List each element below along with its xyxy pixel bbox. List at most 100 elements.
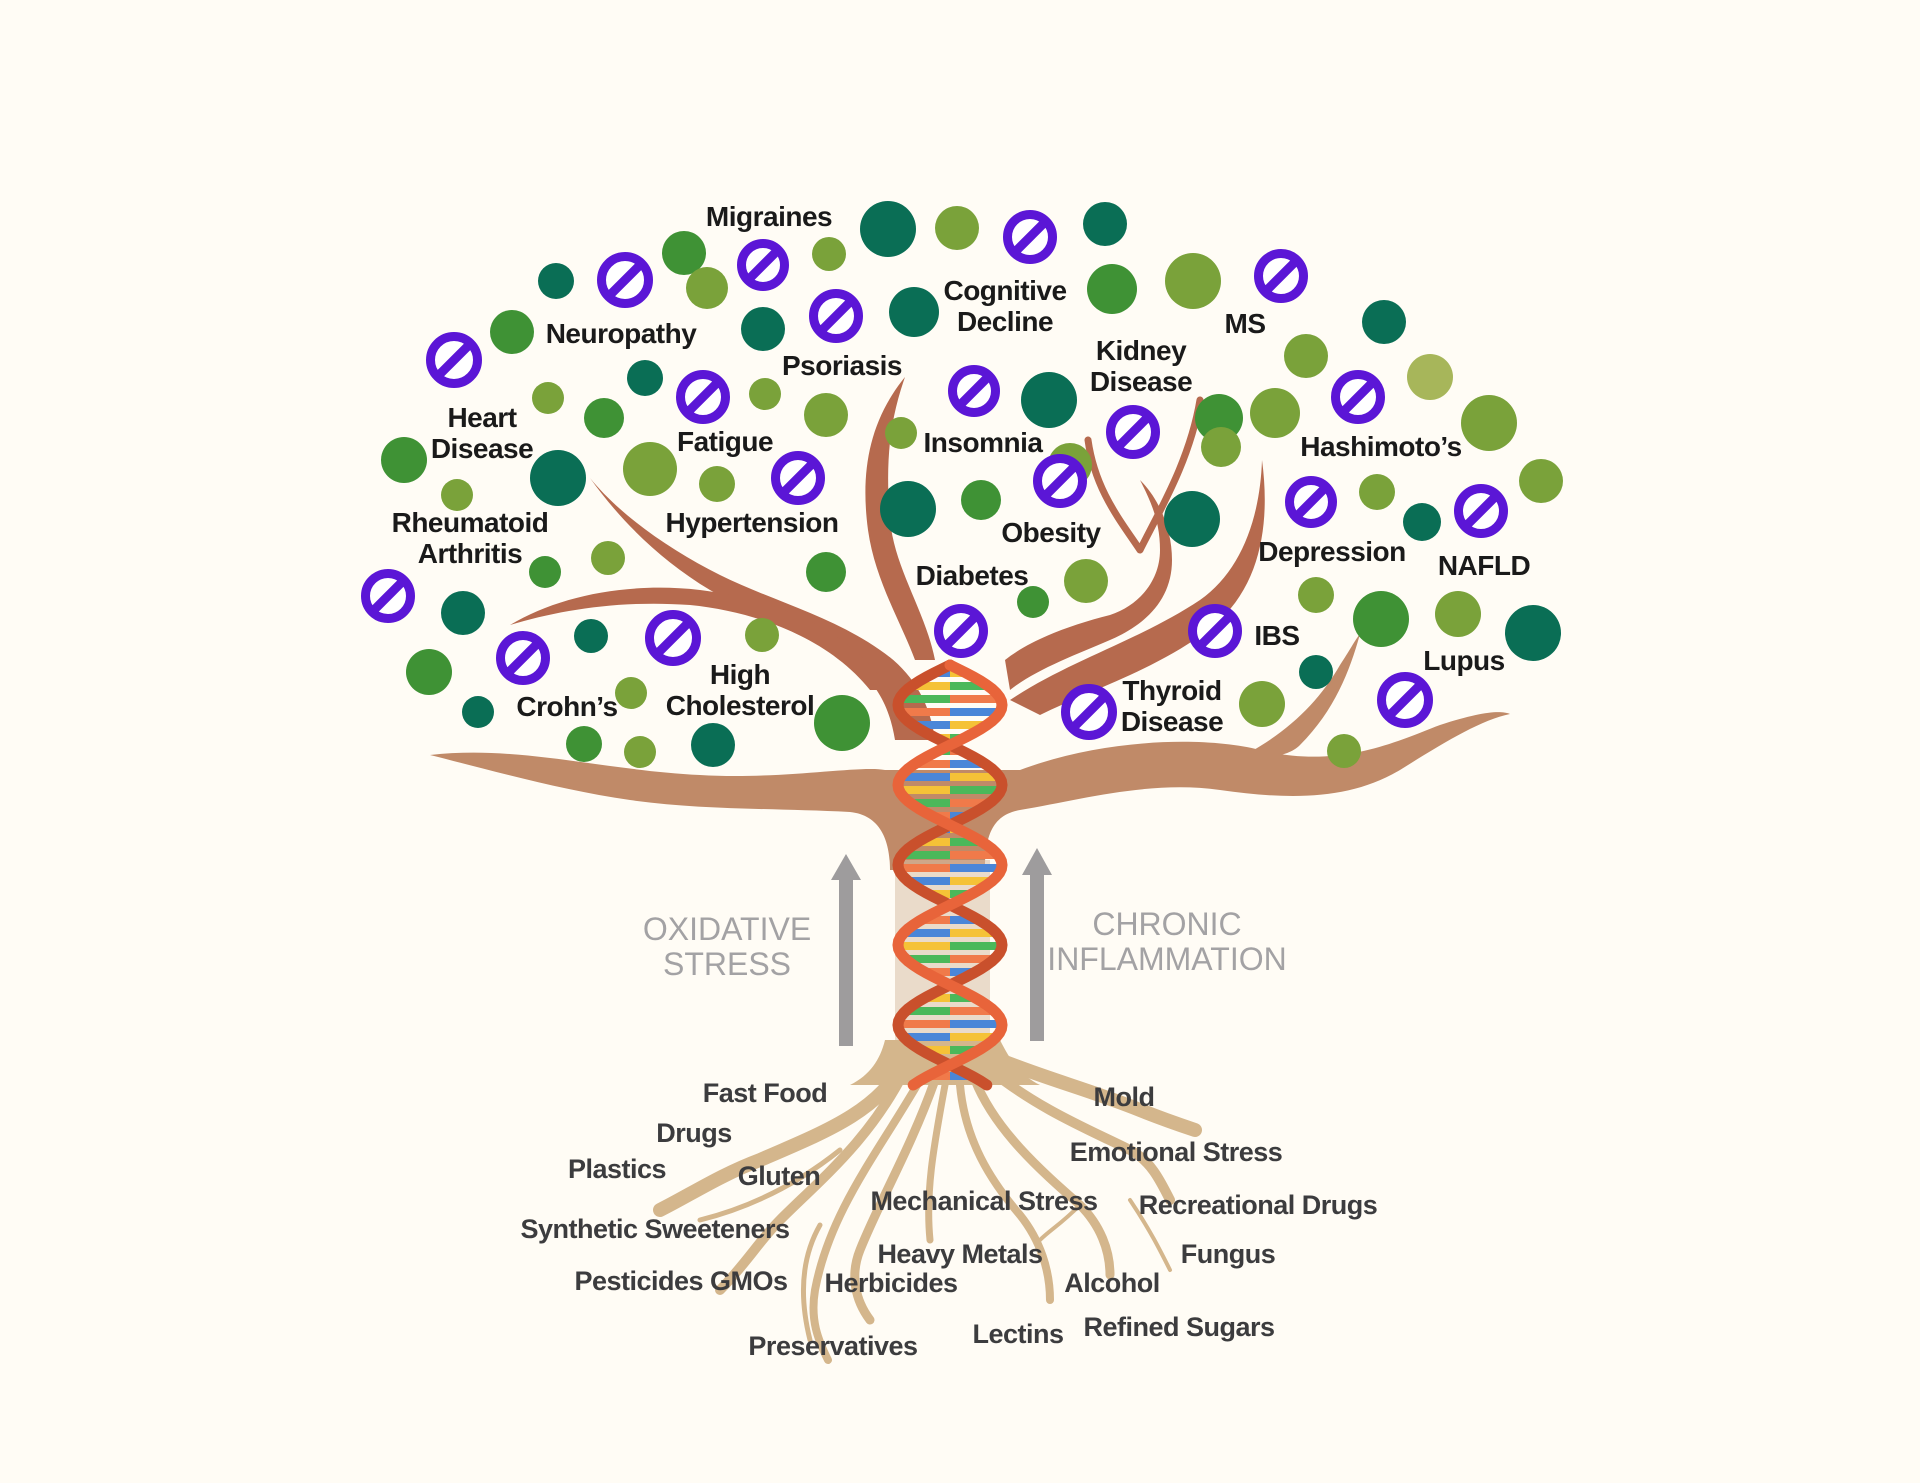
disease-label-diabetes: Diabetes <box>916 560 1029 591</box>
leaf-dot <box>741 307 785 351</box>
root <box>1128 1198 1172 1272</box>
dna-base <box>898 786 950 794</box>
cause-label-heavy-metals: Heavy Metals <box>877 1239 1042 1269</box>
root <box>809 1076 924 1364</box>
dna-base <box>950 916 979 924</box>
left-lower-branch <box>510 587 890 690</box>
leaf-dot <box>699 466 735 502</box>
leaf-dot <box>1327 734 1361 768</box>
leaf-dot <box>490 310 534 354</box>
leaf-dot <box>1201 427 1241 467</box>
dna-base <box>910 799 950 807</box>
disease-label-lupus: Lupus <box>1423 645 1505 676</box>
leaf-dot <box>566 726 602 762</box>
chronic-inflammation-arrow <box>1022 848 1052 1041</box>
leaf-dot <box>574 619 608 653</box>
arrow-shaft <box>839 878 853 1046</box>
leaf-dot <box>1298 577 1334 613</box>
no-symbol-icon <box>948 365 1000 417</box>
dna-base <box>903 1033 950 1041</box>
no-symbol-icon <box>1377 672 1433 728</box>
no-symbol-icon <box>1061 684 1117 740</box>
cause-label-pesticides-gmos: Pesticides GMOs <box>574 1266 787 1296</box>
leaf-dot <box>624 736 656 768</box>
leaf-dot <box>1519 459 1563 503</box>
root <box>985 1065 1175 1205</box>
root <box>925 1081 949 1244</box>
leaf-dot <box>591 541 625 575</box>
dna-base <box>950 1033 997 1041</box>
dna-base <box>950 695 1001 703</box>
root <box>993 1053 1202 1137</box>
dna-base <box>905 955 950 963</box>
dna-base <box>950 708 1001 716</box>
root <box>800 1222 823 1343</box>
dna-base <box>950 942 1002 950</box>
no-symbol-icon <box>496 631 550 685</box>
disease-label-neuropathy: Neuropathy <box>546 318 698 349</box>
leaf-dot <box>381 437 427 483</box>
dna-base <box>917 838 950 846</box>
leaf-canopy <box>361 201 1563 768</box>
leaf-dot <box>1435 591 1481 637</box>
root <box>970 1075 1115 1280</box>
disease-label-insomnia: Insomnia <box>924 427 1044 458</box>
leaf-dot <box>462 696 494 728</box>
dna-strand <box>892 659 1008 1091</box>
no-symbol-icon <box>1106 405 1160 459</box>
center-left-branch <box>865 377 935 660</box>
disease-label-ibs: IBS <box>1254 620 1299 651</box>
root <box>1038 1203 1082 1242</box>
dna-base <box>950 838 983 846</box>
root <box>956 1081 1054 1304</box>
force-arrows <box>831 848 1052 1046</box>
no-symbol-icon <box>809 289 863 343</box>
no-symbol-icon <box>1188 604 1242 658</box>
leaf-dot <box>1087 264 1137 314</box>
leaf-dot <box>1064 559 1108 603</box>
up-arrow-icon <box>831 854 861 880</box>
dna-base <box>924 994 950 1002</box>
dna-base <box>950 864 1002 872</box>
cause-label-recreational-drugs: Recreational Drugs <box>1139 1190 1378 1220</box>
cause-label-synthetic-sweeteners: Synthetic Sweeteners <box>520 1214 789 1244</box>
leaf-dot <box>1250 388 1300 438</box>
leaf-dot <box>804 393 848 437</box>
dna-base <box>950 786 1002 794</box>
no-symbol-icon <box>1003 210 1057 264</box>
no-symbol-icon <box>934 604 988 658</box>
cause-label-fast-food: Fast Food <box>703 1078 828 1108</box>
leaf-dot <box>441 479 473 511</box>
dna-base <box>950 760 986 768</box>
root <box>850 1075 940 1325</box>
no-symbol-icon <box>1454 484 1508 538</box>
dna-base <box>950 877 993 885</box>
leaf-dot <box>691 723 735 767</box>
disease-label-crohns: Crohn’s <box>516 691 617 722</box>
dna-base <box>898 864 950 872</box>
cause-label-alcohol: Alcohol <box>1064 1268 1160 1298</box>
dna-base <box>950 799 990 807</box>
leaf-dot <box>806 552 846 592</box>
cause-label-emotional-stress: Emotional Stress <box>1070 1137 1283 1167</box>
leaf-dot <box>1299 655 1333 689</box>
disease-label-fatigue: Fatigue <box>677 426 773 457</box>
disease-label-psoriasis: Psoriasis <box>782 350 902 381</box>
dna-base <box>950 682 989 690</box>
dna-base <box>913 721 950 729</box>
leaf-dot <box>885 417 917 449</box>
right-lower-branch <box>1250 634 1360 756</box>
dna-base <box>900 773 950 781</box>
no-symbol-icon <box>645 610 701 666</box>
cause-label-fungus: Fungus <box>1181 1239 1275 1269</box>
disease-label-hashimotos: Hashimoto’s <box>1300 431 1462 462</box>
no-symbol-icon <box>597 252 653 308</box>
leaf-dot <box>935 206 979 250</box>
leaf-dot <box>745 618 779 652</box>
leaf-dot <box>1164 491 1220 547</box>
cause-label-refined-sugars: Refined Sugars <box>1083 1312 1274 1342</box>
dna-base <box>950 1046 979 1054</box>
